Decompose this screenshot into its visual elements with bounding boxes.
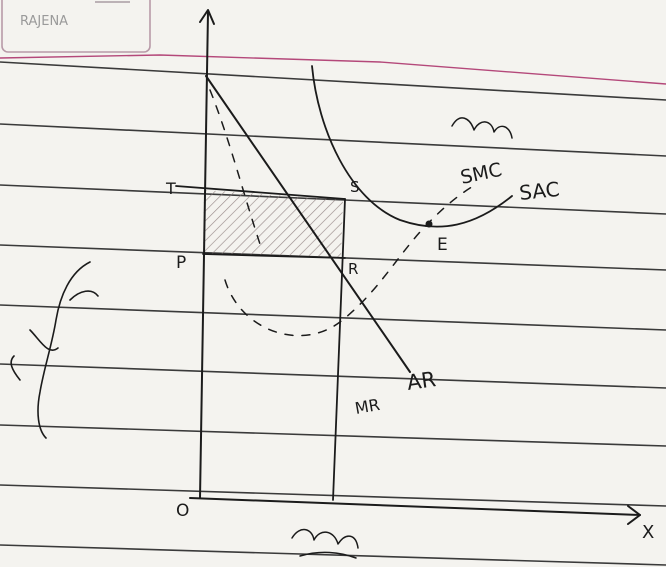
s-label: S (350, 178, 360, 196)
smc-curve (224, 184, 476, 337)
smc-label: SMC (458, 159, 503, 189)
quantity-line (332, 198, 346, 501)
point-e-marker (425, 220, 433, 228)
origin-label: O (176, 501, 189, 521)
r-label: R (348, 260, 358, 278)
shaded-loss-area (203, 190, 343, 258)
mr-curve (209, 89, 263, 251)
handwritten-note-scrawl (10, 261, 99, 439)
t-label: T (165, 179, 176, 198)
x-axis-label: X (642, 522, 654, 543)
p-label: P (176, 253, 186, 273)
mr-label: MR (353, 395, 381, 418)
sac-curve (311, 65, 513, 228)
ar-label: AR (405, 367, 437, 395)
y-axis (199, 9, 215, 499)
stamp: RAJENA (1, 0, 151, 53)
ar-curve (205, 75, 411, 373)
top-margin-line (0, 54, 666, 85)
x-axis (189, 497, 641, 525)
handwritten-note-bottom (291, 528, 359, 559)
price-line (202, 253, 346, 259)
sac-label: SAC (518, 177, 561, 205)
e-label: E (437, 235, 448, 255)
stamp-text: RAJENA (20, 14, 68, 29)
handwritten-note-top (451, 117, 513, 139)
cost-line (175, 185, 346, 200)
